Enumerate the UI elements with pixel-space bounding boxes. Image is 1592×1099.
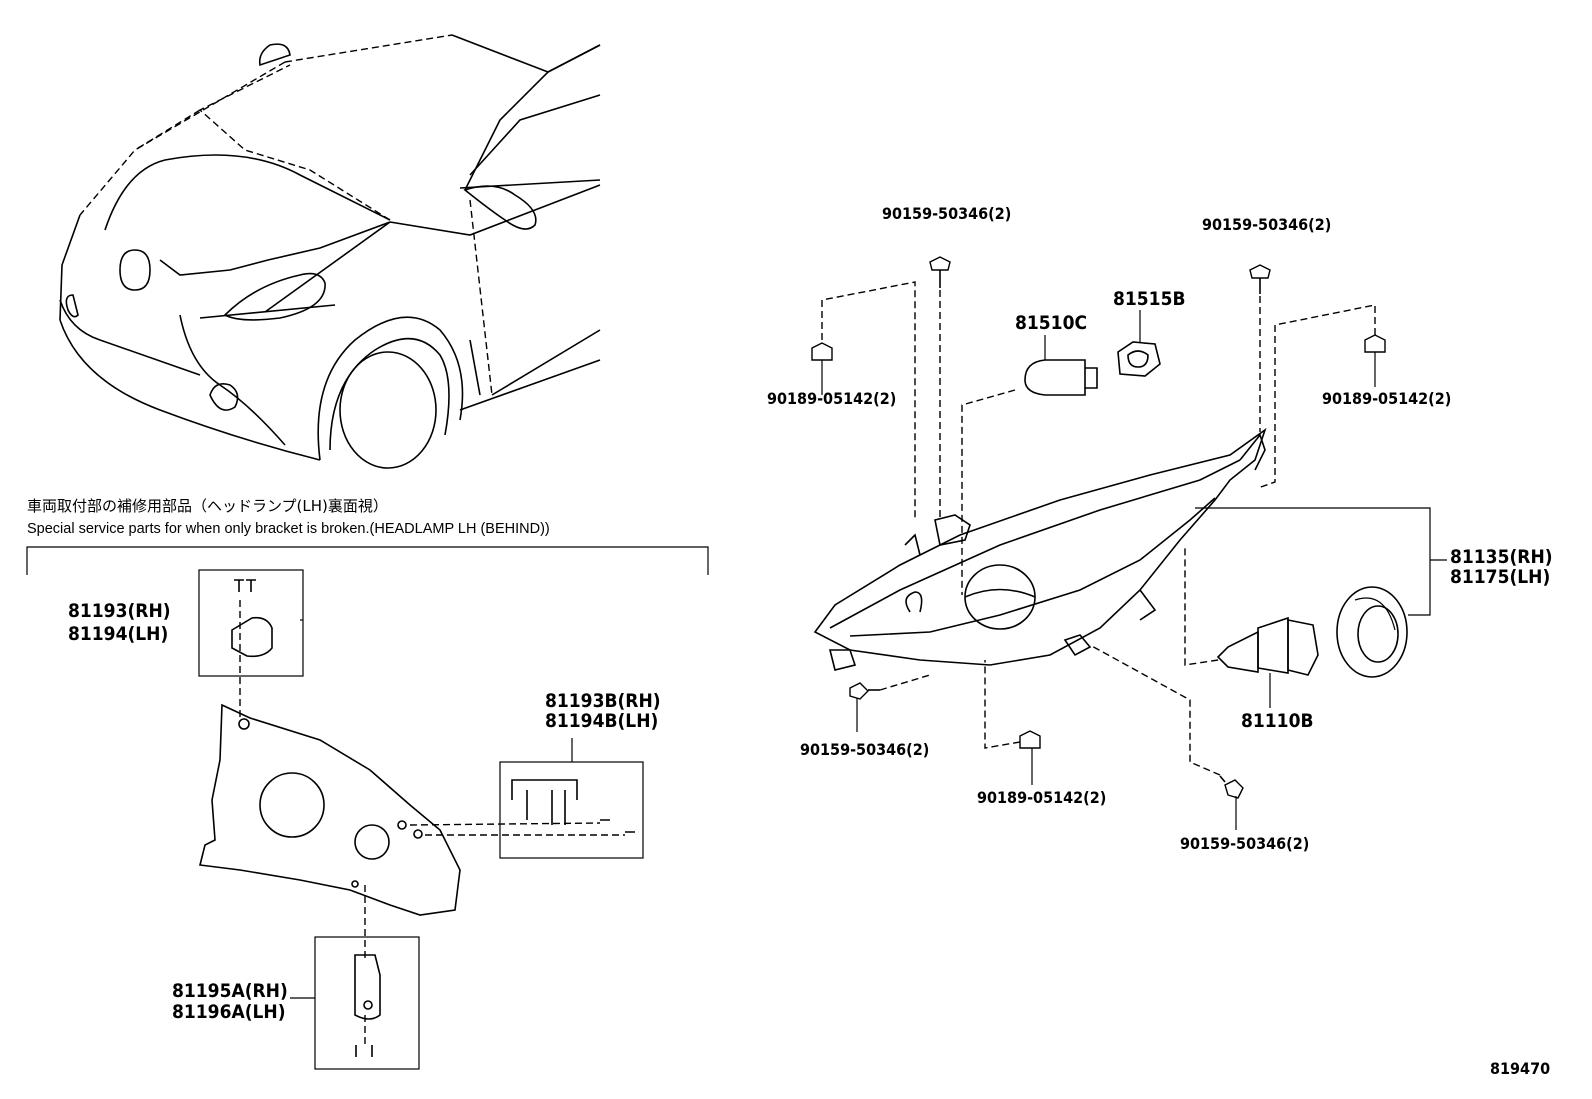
label-screw-bottom-left: 90159-50346(2) bbox=[800, 740, 929, 759]
service-bracket-frame bbox=[26, 546, 709, 575]
label-clip-right: 90189-05142(2) bbox=[1322, 389, 1451, 408]
bulb-81110B bbox=[1216, 616, 1319, 708]
label-screw-bottom-right: 90159-50346(2) bbox=[1180, 834, 1309, 853]
upper-bracket-box bbox=[198, 569, 304, 677]
socket-81515B bbox=[1117, 310, 1161, 377]
label-81135: 81135(RH) bbox=[1450, 546, 1553, 568]
upper-bracket-part bbox=[231, 616, 273, 658]
fasteners bbox=[811, 256, 1386, 799]
label-clip-left: 90189-05142(2) bbox=[767, 389, 896, 408]
label-socket-81515B: 81515B bbox=[1113, 288, 1186, 310]
label-bulb-81510C: 81510C bbox=[1015, 312, 1087, 334]
headlamp-back-plate bbox=[199, 703, 461, 916]
label-81194B: 81194B(LH) bbox=[545, 710, 658, 732]
lower-bracket-box bbox=[314, 936, 420, 1070]
service-note-japanese: 車両取付部の補修用部品（ヘッドランプ(LH)裏面視） bbox=[27, 497, 388, 515]
label-81196A: 81196A(LH) bbox=[172, 1001, 286, 1023]
lower-bracket-part bbox=[354, 954, 381, 1020]
label-81194: 81194(LH) bbox=[68, 623, 168, 645]
headlamp-cover-81135 bbox=[1336, 586, 1408, 678]
label-screw-top-left: 90159-50346(2) bbox=[882, 204, 1011, 223]
bracket-section bbox=[198, 569, 644, 1070]
label-81175: 81175(LH) bbox=[1450, 566, 1550, 588]
label-screw-top-right: 90159-50346(2) bbox=[1202, 215, 1331, 234]
headlamp-assembly-illustration bbox=[813, 427, 1267, 671]
bulb-81510C bbox=[1024, 335, 1098, 396]
service-note-english: Special service parts for when only brac… bbox=[27, 521, 550, 537]
label-81195A: 81195A(RH) bbox=[172, 980, 288, 1002]
vehicle-front-illustration bbox=[59, 34, 601, 469]
label-81193B: 81193B(RH) bbox=[545, 690, 661, 712]
figure-number: 819470 bbox=[1490, 1059, 1550, 1078]
label-clip-bottom: 90189-05142(2) bbox=[977, 788, 1106, 807]
side-bracket-box bbox=[499, 761, 644, 859]
leader-lines-headlamp bbox=[821, 281, 1447, 830]
label-81193: 81193(RH) bbox=[68, 600, 171, 622]
side-bracket-part bbox=[511, 779, 578, 825]
label-bulb-81110B: 81110B bbox=[1241, 710, 1314, 732]
